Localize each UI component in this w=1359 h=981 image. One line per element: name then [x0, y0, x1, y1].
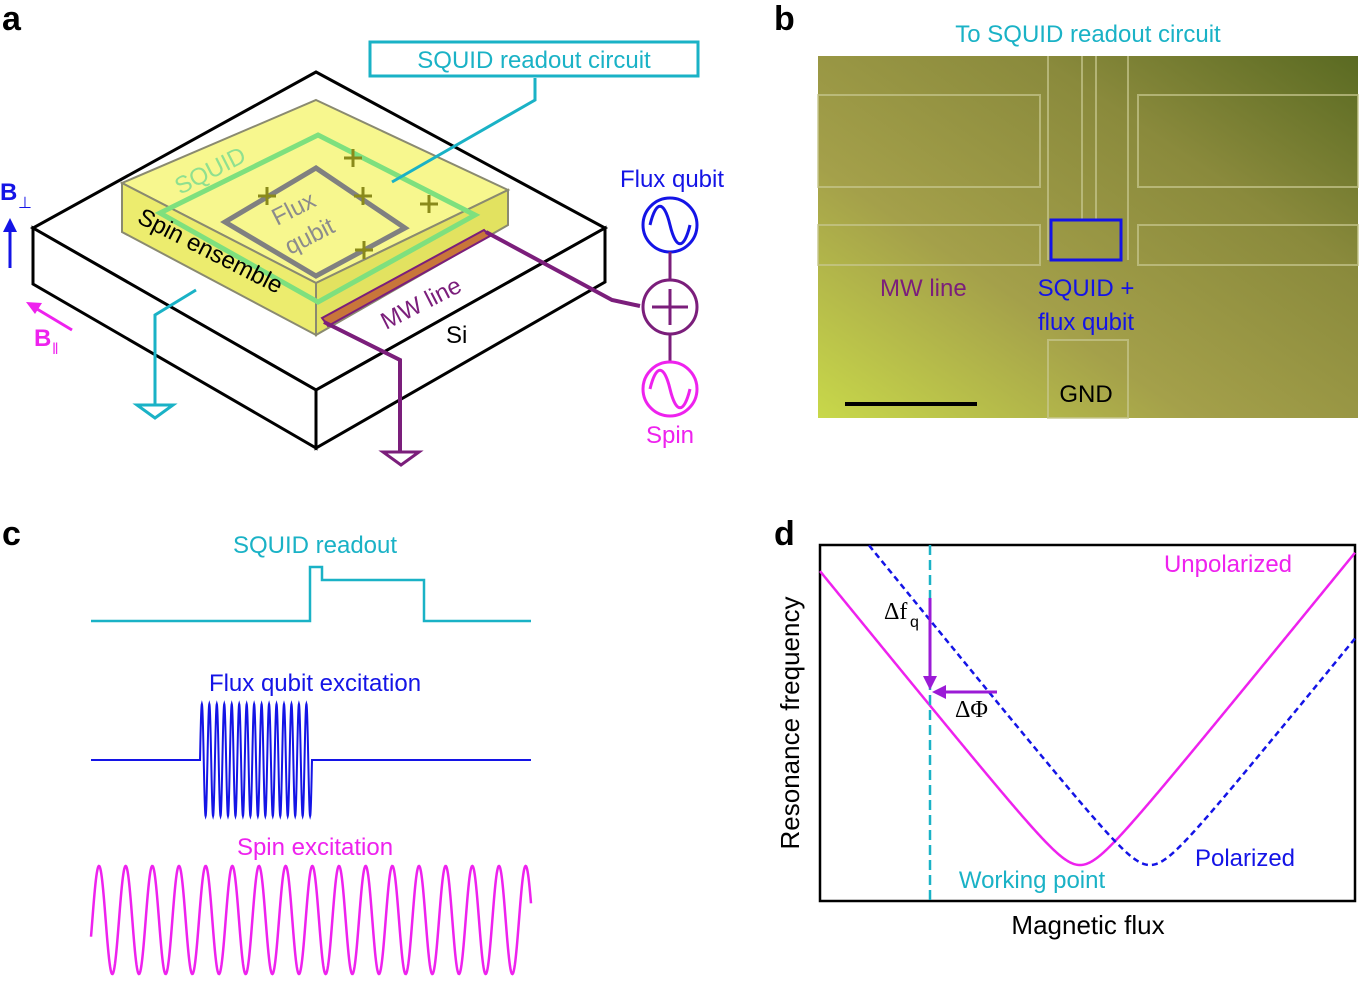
delta-fq-label: Δf [884, 599, 907, 625]
micrograph [818, 56, 1358, 418]
micrograph-features [817, 56, 1359, 419]
b-par-label: B [34, 325, 51, 352]
panel-b: b To SQUID readout circuit MW line SQUID… [774, 0, 1359, 419]
panel-letter-c: c [2, 515, 21, 553]
y-axis-label: Resonance frequency [775, 597, 805, 850]
squid-readout-box [368, 40, 700, 78]
panel-letter-b: b [774, 0, 795, 38]
si-label: Si [446, 322, 467, 349]
mw-line-wires [323, 230, 641, 452]
b-par-subscript: ‖ [52, 341, 59, 358]
flux-qubit-loop [220, 165, 410, 279]
unpolarized-label: Unpolarized [1164, 551, 1292, 578]
squid-ground-symbol [132, 403, 178, 420]
spin-excitation-wave [89, 864, 533, 976]
flux-qubit-source-icon [641, 196, 699, 254]
delta-phi-label: ΔΦ [955, 697, 988, 723]
b-perp-label: B [0, 179, 17, 206]
squid-loop [154, 132, 481, 305]
delta-fq-arrow [923, 598, 937, 690]
squid-readout-label: SQUID readout [233, 532, 397, 559]
panel-a: a [0, 0, 724, 467]
spin-excitation-label: Spin excitation [237, 834, 393, 861]
squid-readout-box-label: SQUID readout circuit [417, 47, 651, 74]
flux-excitation-label: Flux qubit excitation [209, 670, 421, 697]
b-perp-subscript: ⊥ [18, 195, 32, 212]
x-axis-label: Magnetic flux [1011, 910, 1164, 940]
josephson-junctions [258, 149, 438, 259]
micrograph-mw-line-label: MW line [880, 275, 967, 302]
summing-junction-icon [641, 278, 699, 336]
panel-d: d Working point Unpolarized Polarized Δf… [774, 515, 1357, 940]
delta-fq-subscript: q [910, 614, 919, 631]
panel-letter-a: a [2, 0, 22, 38]
squid-readout-wires [153, 78, 537, 405]
flux-qubit-source-label: Flux qubit [620, 166, 724, 193]
squid-readout-pulse [91, 565, 531, 623]
spin-source-label: Spin [646, 422, 694, 449]
gnd-label: GND [1059, 381, 1112, 408]
working-point-label: Working point [959, 867, 1106, 894]
flux-excitation-pulse [91, 700, 531, 820]
unpolarized-curve [819, 551, 1356, 867]
b-par-arrow [26, 302, 73, 332]
delta-phi-arrow [932, 685, 997, 699]
mw-ground-symbol [378, 450, 424, 467]
micrograph-squid-label-line1: SQUID + [1038, 275, 1135, 302]
panel-letter-d: d [774, 515, 795, 553]
panel-c: c SQUID readout Flux qubit excitation Sp… [2, 515, 533, 976]
polarized-curve [868, 544, 1356, 867]
polarized-label: Polarized [1195, 845, 1295, 872]
plot-frame [818, 543, 1357, 903]
micrograph-squid-label-line2: flux qubit [1038, 309, 1134, 336]
b-perp-arrow [3, 218, 17, 268]
spin-source-icon [641, 360, 699, 418]
squid-flux-qubit-marker [1049, 218, 1123, 262]
to-squid-readout-label: To SQUID readout circuit [955, 21, 1221, 48]
